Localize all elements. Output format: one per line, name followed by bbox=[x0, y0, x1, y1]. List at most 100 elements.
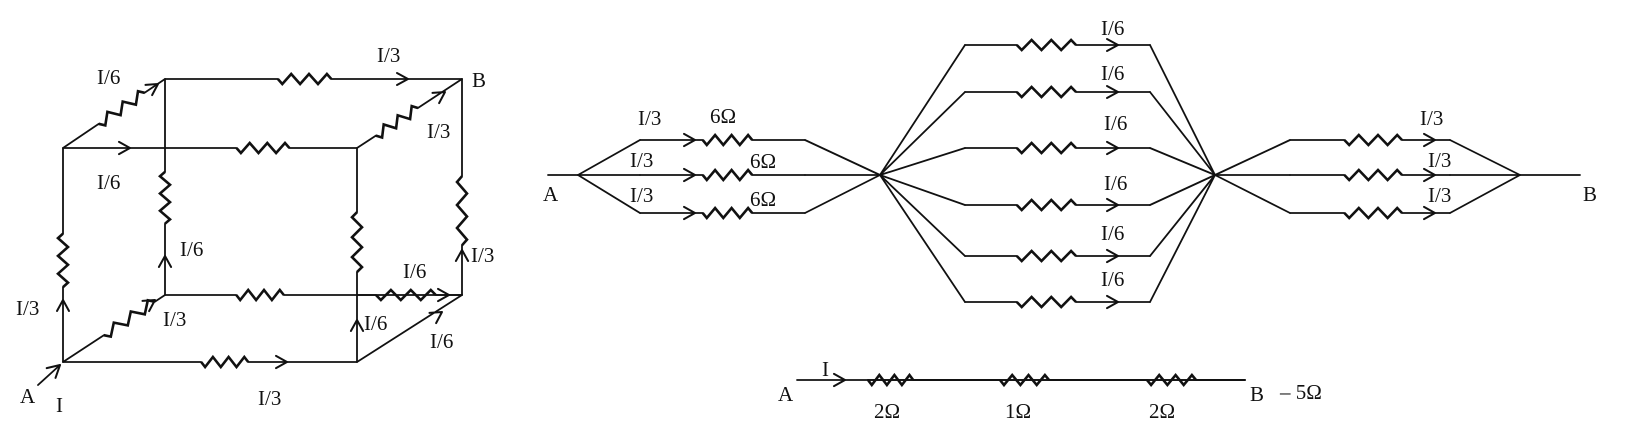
resistor bbox=[1343, 133, 1403, 147]
cube-current-in-label: I bbox=[56, 393, 63, 417]
resistors bbox=[56, 38, 1403, 388]
wire bbox=[37, 364, 61, 386]
wire bbox=[1149, 91, 1216, 176]
wire bbox=[577, 139, 641, 176]
stage2-current-label: I/6 bbox=[1101, 267, 1124, 291]
wire bbox=[804, 139, 881, 176]
cube-edge-label: I/6 bbox=[97, 65, 120, 89]
resistor bbox=[1015, 295, 1077, 309]
resistor bbox=[1015, 85, 1077, 99]
series-equivalent-label: – 5Ω bbox=[1279, 380, 1322, 404]
series-resistor-label: 2Ω bbox=[874, 399, 900, 423]
arrow bbox=[396, 72, 409, 86]
wire bbox=[879, 174, 966, 206]
arrow bbox=[1106, 85, 1119, 99]
stage1-resistor-label: 6Ω bbox=[750, 187, 776, 211]
cube-edge-label: I/3 bbox=[427, 119, 450, 143]
resistor bbox=[200, 354, 250, 370]
wire bbox=[879, 147, 966, 176]
arrow bbox=[683, 132, 696, 148]
arrow bbox=[56, 299, 70, 312]
stage2-current-label: I/6 bbox=[1101, 221, 1124, 245]
arrow bbox=[431, 91, 446, 105]
stage3-current-label: I/3 bbox=[1428, 148, 1451, 172]
wire bbox=[1149, 174, 1216, 257]
wire bbox=[1449, 174, 1521, 214]
wire bbox=[577, 174, 641, 214]
resistor bbox=[276, 72, 333, 86]
wire bbox=[879, 44, 966, 176]
arrow bbox=[144, 83, 159, 97]
wire bbox=[879, 174, 966, 303]
cube-edge-label: I/6 bbox=[180, 237, 203, 261]
arrow bbox=[437, 287, 450, 303]
resistor bbox=[1015, 249, 1077, 263]
resistor bbox=[56, 232, 70, 289]
wire bbox=[804, 174, 881, 214]
series-node-a-label: A bbox=[778, 382, 794, 406]
stage1-current-label: I/3 bbox=[638, 106, 661, 130]
cube-edge-label: I/6 bbox=[364, 311, 387, 335]
wire bbox=[879, 174, 966, 257]
resistor bbox=[375, 104, 419, 140]
resistor bbox=[701, 205, 754, 221]
current-arrows bbox=[45, 38, 1436, 388]
cube-edge-label: I/3 bbox=[16, 296, 39, 320]
arrow bbox=[45, 364, 61, 379]
wire bbox=[1149, 44, 1216, 176]
wire bbox=[1149, 147, 1216, 176]
cube-edge-label: I/3 bbox=[163, 307, 186, 331]
wire bbox=[1149, 174, 1216, 206]
wire bbox=[416, 78, 463, 109]
stage1-resistor-label: 6Ω bbox=[710, 104, 736, 128]
series-node-b-label: B bbox=[1250, 382, 1264, 406]
stage3-current-label: I/3 bbox=[1420, 106, 1443, 130]
cube-edge-label: I/6 bbox=[403, 259, 426, 283]
cube-diagram: A I B I/3 I/3 I/3 I/6 I/6 I/6 I/6 I/6 I/… bbox=[16, 43, 494, 417]
series-resistor-label: 2Ω bbox=[1149, 399, 1175, 423]
resistor bbox=[1145, 372, 1198, 388]
wire bbox=[153, 294, 166, 303]
series-resistor-label: 1Ω bbox=[1005, 399, 1031, 423]
stage2-current-label: I/6 bbox=[1101, 16, 1124, 40]
wire bbox=[62, 334, 105, 363]
resistor bbox=[1015, 38, 1077, 52]
series-current-label: I bbox=[822, 357, 829, 381]
arrow bbox=[683, 205, 696, 221]
network-diagram: A B I/3 I/3 I/3 6Ω 6Ω 6Ω I/6 I/6 I/6 I/6… bbox=[543, 16, 1597, 291]
arrow bbox=[1423, 167, 1436, 183]
wire bbox=[62, 122, 100, 149]
cube-vertex-a-label: A bbox=[20, 384, 36, 408]
cube-edge-label: I/3 bbox=[377, 43, 400, 67]
wire bbox=[1449, 139, 1521, 176]
resistor bbox=[1343, 206, 1403, 220]
arrow bbox=[1106, 294, 1119, 310]
cube-edge-label: I/3 bbox=[471, 243, 494, 267]
arrow bbox=[1423, 205, 1436, 221]
cube-edge-label: I/6 bbox=[97, 170, 120, 194]
stage1-resistor-label: 6Ω bbox=[750, 149, 776, 173]
cube-edge-label: I/3 bbox=[258, 386, 281, 410]
series-diagram: A I 2Ω 1Ω 2Ω B – 5Ω bbox=[778, 357, 1322, 423]
resistor bbox=[103, 298, 156, 339]
arrow bbox=[428, 311, 443, 325]
arrow bbox=[1423, 132, 1436, 148]
stage1-current-label: I/3 bbox=[630, 148, 653, 172]
wire bbox=[1149, 174, 1216, 303]
stage2-current-label: I/6 bbox=[1104, 171, 1127, 195]
stage2-current-label: I/6 bbox=[1101, 61, 1124, 85]
arrow bbox=[1106, 248, 1119, 264]
wire bbox=[1214, 174, 1291, 214]
arrow bbox=[454, 249, 470, 262]
arrow bbox=[349, 319, 365, 332]
wires bbox=[37, 44, 1581, 386]
resistor bbox=[998, 372, 1051, 388]
wire bbox=[143, 78, 166, 94]
cube-edge-label: I/6 bbox=[430, 329, 453, 353]
stage1-current-label: I/3 bbox=[630, 183, 653, 207]
arrow bbox=[683, 167, 696, 183]
resistor bbox=[701, 167, 754, 183]
arrow bbox=[1106, 140, 1119, 156]
stage2-current-label: I/6 bbox=[1104, 111, 1127, 135]
